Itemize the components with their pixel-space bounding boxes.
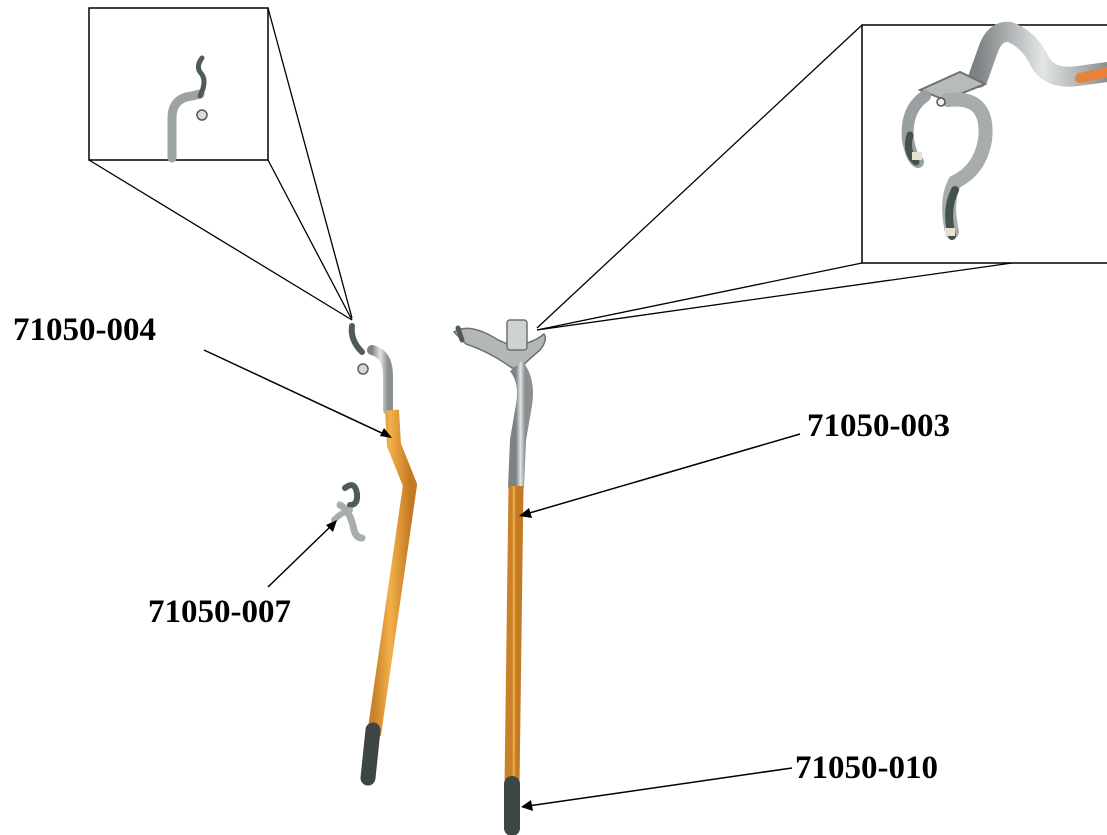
zoom-callout-left: [88, 7, 353, 321]
zoomed-hook-tip: [167, 55, 208, 163]
orange-handle: [504, 485, 524, 787]
part-label-71050-010: 71050-010: [795, 750, 938, 786]
tool-71050-004: [348, 323, 417, 786]
leader-arrows: [203, 349, 801, 811]
zoom-line: [267, 159, 353, 321]
part-label-71050-003: 71050-003: [807, 408, 950, 444]
zoom-line: [536, 262, 863, 331]
zoom-line: [267, 7, 353, 319]
rubber-grip: [360, 722, 381, 786]
metal-shaft: [508, 360, 533, 489]
tool-head: [452, 327, 547, 369]
part-71050-007: [331, 482, 366, 542]
zoom-line: [88, 159, 353, 321]
arrow-71050-004: [203, 349, 392, 438]
zoom-line: [536, 262, 1013, 331]
tool-71050-003: [452, 319, 547, 835]
arrow-71050-007: [267, 520, 337, 588]
part-label-71050-007: 71050-007: [148, 594, 291, 630]
part-label-71050-004: 71050-004: [13, 312, 156, 348]
zoomed-tool-head: [901, 21, 1107, 240]
hook-tip: [348, 323, 365, 355]
arrow-71050-003: [519, 433, 801, 518]
orange-handle: [367, 409, 417, 736]
zoom-box-left: [88, 7, 269, 161]
zoom-line: [536, 24, 863, 329]
zoom-callout-right: [536, 21, 1107, 331]
metal-neck: [367, 345, 393, 415]
arrow-71050-010: [521, 767, 793, 811]
